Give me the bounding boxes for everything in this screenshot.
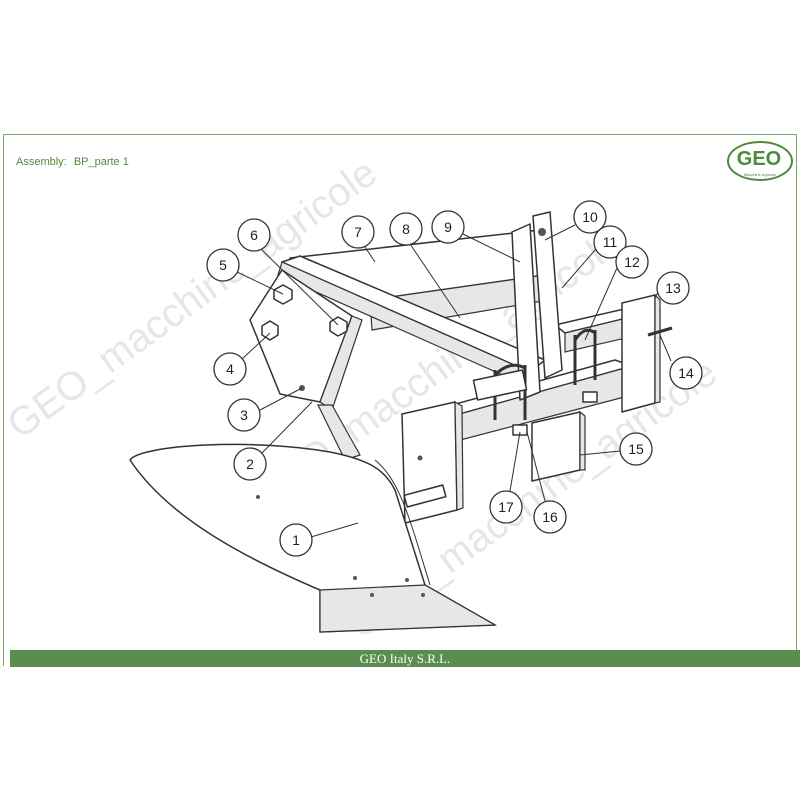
end-plate-edge: [654, 293, 661, 404]
mouldboard-hole-5: [421, 593, 425, 597]
front-plate-hole: [417, 455, 423, 461]
callout-13-label: 13: [665, 280, 681, 296]
lower-bar: [531, 411, 581, 482]
callout-2: 2: [233, 447, 267, 481]
nut-17: [512, 424, 528, 436]
callout-2-label: 2: [246, 456, 254, 472]
lower-bar-side: [579, 410, 586, 471]
callout-10: 10: [573, 200, 607, 234]
callout-1: 1: [279, 523, 313, 557]
callout-4: 4: [213, 352, 247, 386]
footer-bar: GEO Italy S.R.L.: [10, 650, 800, 667]
assembly-title: Assembly: BP_parte 1: [16, 156, 133, 168]
logo-text: GEO: [737, 148, 781, 170]
callout-7-label: 7: [354, 224, 362, 240]
hitch-pin: [403, 484, 447, 508]
geo-logo: GEO Macchine Agricole: [727, 141, 793, 181]
callout-8: 8: [389, 212, 423, 246]
callout-5: 5: [206, 248, 240, 282]
drawing-frame: [3, 134, 797, 666]
logo-tagline: Macchine Agricole: [744, 172, 777, 177]
callout-12: 12: [615, 245, 649, 279]
assembly-label: Assembly:: [16, 156, 67, 168]
callout-13: 13: [656, 271, 690, 305]
mouldboard-edge: [374, 459, 431, 586]
callout-9: 9: [431, 210, 465, 244]
callout-6-label: 6: [250, 227, 258, 243]
callout-5-label: 5: [219, 257, 227, 273]
callout-15: 15: [619, 432, 653, 466]
bolt-4: [261, 320, 279, 341]
callout-14-label: 14: [678, 365, 694, 381]
u-bolt-rear: [573, 328, 597, 385]
mouldboard-hole-4: [370, 593, 374, 597]
callout-12-label: 12: [624, 254, 640, 270]
mouldboard-hole-1: [256, 495, 260, 499]
callout-8-label: 8: [402, 221, 410, 237]
end-plate: [621, 294, 656, 413]
mouldboard-hole-2: [353, 576, 357, 580]
callout-9-label: 9: [444, 219, 452, 235]
callout-16-label: 16: [542, 509, 558, 525]
callout-10-label: 10: [582, 209, 598, 225]
footer-text: GEO Italy S.R.L.: [359, 651, 451, 666]
callout-3: 3: [227, 398, 261, 432]
bolt-5: [273, 284, 293, 305]
mouldboard-share: [319, 584, 498, 633]
callout-6: 6: [237, 218, 271, 252]
nut-16: [582, 391, 598, 403]
assembly-name: BP_parte 1: [73, 156, 129, 168]
mast-hole: [538, 228, 546, 236]
mast-left: [511, 223, 541, 401]
callout-4-label: 4: [226, 361, 234, 377]
callout-17: 17: [489, 490, 523, 524]
callout-16: 16: [533, 500, 567, 534]
callout-11-label: 11: [603, 234, 618, 250]
callout-11: 11: [593, 225, 627, 259]
frog-strut: [317, 404, 361, 461]
callout-7: 7: [341, 215, 375, 249]
callout-14: 14: [669, 356, 703, 390]
callout-3-label: 3: [240, 407, 248, 423]
front-plate-edge: [454, 400, 464, 511]
u-bolt-plate: [472, 369, 528, 401]
callout-17-label: 17: [498, 499, 514, 515]
mouldboard-hole-3: [405, 578, 409, 582]
mast-right: [532, 211, 563, 379]
callout-15-label: 15: [628, 441, 644, 457]
callout-1-label: 1: [292, 532, 300, 548]
